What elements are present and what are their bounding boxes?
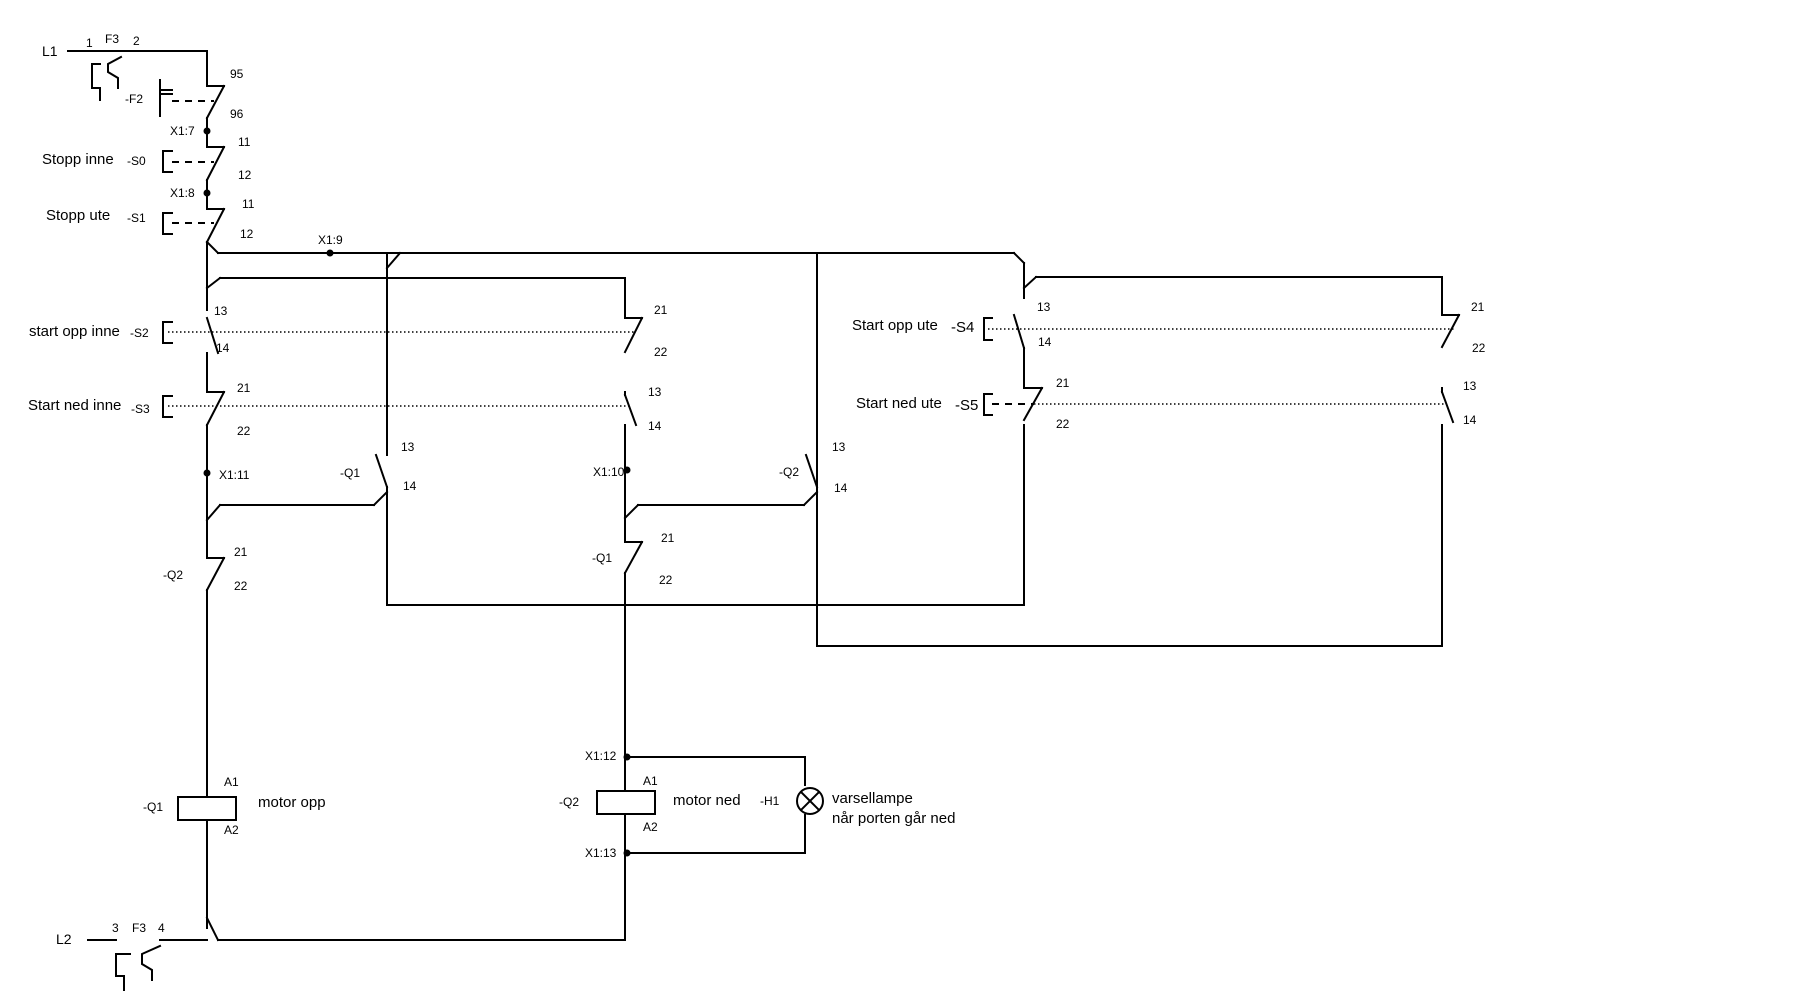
s3-pushbutton-operator [162,395,173,418]
label-s0-pin-12: 12 [238,168,252,182]
label-s3-nc-21: 21 [237,381,251,395]
node-x1-8 [203,189,211,197]
label-q1-a1: A1 [224,775,239,789]
label-q1-hold-tag: -Q1 [340,466,360,480]
label-s1-pin-12: 12 [240,227,254,241]
label-q1-il-22: 22 [659,573,673,587]
label-s2-nc-22: 22 [654,345,668,359]
label-x1-7: X1:7 [170,124,195,138]
label-s0-name: Stopp inne [42,151,114,168]
label-s5-tag: -S5 [955,397,978,414]
label-q1-il-21: 21 [661,531,675,545]
label-s1-tag: -S1 [127,211,146,225]
labels: L1 1 F3 2 95 -F2 96 X1:7 11 Stopp inne -… [28,32,1486,947]
label-s2-no-13: 13 [214,304,228,318]
label-q1-hold-14: 14 [403,479,417,493]
label-q2-coil-tag: -Q2 [559,795,579,809]
label-s5-name: Start ned ute [856,395,942,412]
label-s4-no-13: 13 [1037,300,1051,314]
label-s1-name: Stopp ute [46,207,110,224]
label-x1-13: X1:13 [585,846,617,860]
label-q2-coil-name: motor ned [673,792,741,809]
label-s3-nc-22: 22 [237,424,251,438]
label-s3-no-13: 13 [648,385,662,399]
label-s4-name: Start opp ute [852,317,938,334]
label-fuse-pin-3: 3 [112,921,119,935]
label-s3-tag: -S3 [131,402,150,416]
node-x1-11 [203,469,211,477]
node-x1-12 [623,753,631,761]
fuse-f3-bottom-symbol [141,944,162,981]
label-s1-pin-11: 11 [242,197,255,211]
coil-q1 [177,796,237,821]
label-fuse-f3-bottom: F3 [132,921,146,935]
label-f2-tag: -F2 [125,92,143,106]
label-s4-no-14: 14 [1038,335,1052,349]
label-q2-hold-13: 13 [832,440,846,454]
label-s4-nc-22: 22 [1472,341,1486,355]
s2-pushbutton-operator [162,321,173,344]
label-fuse-f3-top: F3 [105,32,119,46]
label-q2-il-tag: -Q2 [163,568,183,582]
label-lamp-line2: når porten går ned [832,810,955,827]
label-s5-no-14: 14 [1463,413,1477,427]
label-q2-il-22: 22 [234,579,248,593]
label-h1-tag: -H1 [760,794,780,808]
warning-lamp-icon [796,787,824,815]
label-fuse-pin-1: 1 [86,36,93,50]
label-fuse-pin-4: 4 [158,921,165,935]
label-s4-tag: -S4 [951,319,974,336]
label-x1-11: X1:11 [219,468,250,482]
label-x1-12: X1:12 [585,749,617,763]
label-x1-8: X1:8 [170,186,195,200]
label-q1-coil-tag: -Q1 [143,800,163,814]
node-x1-9 [326,249,334,257]
label-s2-tag: -S2 [130,326,149,340]
label-lamp-line1: varsellampe [832,790,913,807]
label-q1-coil-name: motor opp [258,794,326,811]
label-s3-no-14: 14 [648,419,662,433]
wiring [67,50,1461,942]
actuators [91,55,1455,991]
label-l2: L2 [56,931,72,947]
label-s5-nc-22: 22 [1056,417,1070,431]
label-s5-no-13: 13 [1463,379,1477,393]
junction-nodes [203,127,631,857]
label-s3-name: Start ned inne [28,397,121,414]
label-f2-pin-96: 96 [230,107,244,121]
label-q2-hold-14: 14 [834,481,848,495]
s1-pushbutton-operator [162,212,173,235]
label-s2-name: start opp inne [29,323,120,340]
label-x1-9: X1:9 [318,233,343,247]
s0-pushbutton-operator [162,150,173,173]
label-fuse-pin-2: 2 [133,34,140,48]
label-s4-nc-21: 21 [1471,300,1485,314]
fuse-f3-top-symbol [107,55,123,89]
node-x1-7 [203,127,211,135]
label-q2-il-21: 21 [234,545,248,559]
label-x1-10: X1:10 [593,465,625,479]
label-q1-hold-13: 13 [401,440,415,454]
node-x1-13 [623,849,631,857]
label-s0-pin-11: 11 [238,135,251,149]
s5-pushbutton-operator [983,393,993,416]
label-f2-pin-95: 95 [230,67,244,81]
label-s0-tag: -S0 [127,154,146,168]
label-s5-nc-21: 21 [1056,376,1070,390]
label-q2-a1: A1 [643,774,658,788]
label-l1: L1 [42,43,58,59]
overload-f2-operator [159,79,173,117]
coil-q2 [596,790,656,815]
label-q2-hold-tag: -Q2 [779,465,799,479]
node-x1-10 [623,466,631,474]
s4-pushbutton-operator [983,317,993,341]
label-q1-il-tag: -Q1 [592,551,612,565]
label-q2-a2: A2 [643,820,658,834]
label-s2-no-14: 14 [216,341,230,355]
label-q1-a2: A2 [224,823,239,837]
label-s2-nc-21: 21 [654,303,668,317]
